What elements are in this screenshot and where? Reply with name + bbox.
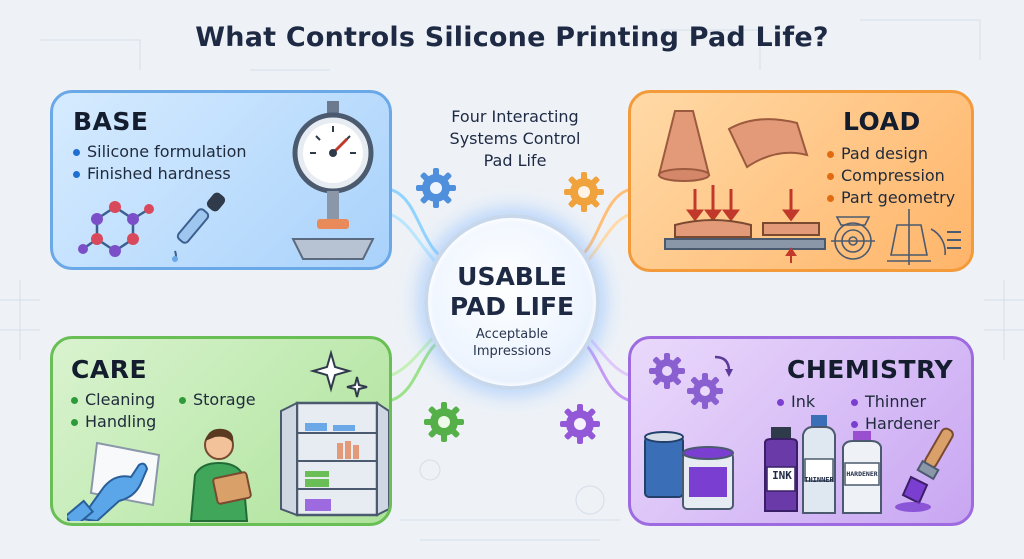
thinner-label: THINNER xyxy=(804,476,834,484)
list-item: Silicone formulation xyxy=(73,141,247,163)
center-subtitle-line: Impressions xyxy=(473,344,551,359)
gear-icon xyxy=(416,168,456,208)
panel-title: LOAD xyxy=(843,107,921,136)
gear-icon xyxy=(560,404,600,444)
panel-load: LOAD Pad design Compression Part geometr… xyxy=(628,90,974,272)
center-title: USABLE PAD LIFE xyxy=(428,262,596,322)
ink-label: INK xyxy=(772,469,792,482)
gear-icon xyxy=(564,172,604,212)
geometry-drawing-icon xyxy=(831,209,961,265)
worker-icon xyxy=(189,428,252,522)
list-item: Hardener xyxy=(851,413,940,435)
panel-chemistry: CHEMISTRY Ink Thinner Hardener INK THINN xyxy=(628,336,974,526)
bullet-list: Silicone formulation Finished hardness xyxy=(73,141,247,185)
sparkle-icon xyxy=(309,349,368,398)
list-item: Ink xyxy=(777,391,815,413)
gear-icon xyxy=(649,353,733,409)
list-item: Part geometry xyxy=(827,187,955,209)
bullet-list: Thinner Hardener xyxy=(851,391,940,435)
panel-care: CARE Cleaning Handling Storage xyxy=(50,336,392,526)
bottle-icon xyxy=(842,431,882,514)
panel-base: BASE Silicone formulation Finished hardn… xyxy=(50,90,392,270)
panel-title: CHEMISTRY xyxy=(787,355,954,384)
panel-title: CARE xyxy=(71,355,148,384)
bullet-list: Pad design Compression Part geometry xyxy=(827,143,955,209)
panel-title: BASE xyxy=(73,107,149,136)
center-title-line: USABLE xyxy=(457,262,567,291)
hardness-gauge-icon xyxy=(291,101,375,260)
list-item: Compression xyxy=(827,165,955,187)
center-hub: USABLE PAD LIFE Acceptable Impressions xyxy=(424,214,600,390)
list-item: Storage xyxy=(179,389,256,411)
pad-shapes-icon xyxy=(657,110,809,182)
bullet-list: Cleaning Handling xyxy=(71,389,156,433)
bullet-list: Ink xyxy=(777,391,815,413)
center-title-line: PAD LIFE xyxy=(449,292,575,321)
dropper-icon xyxy=(172,192,226,262)
hardener-label: HARDENER xyxy=(846,470,878,478)
gear-icon xyxy=(424,402,464,442)
list-item: Cleaning xyxy=(71,389,156,411)
wiping-hand-icon xyxy=(67,441,161,521)
brush-icon xyxy=(895,427,954,512)
list-item: Thinner xyxy=(851,391,940,413)
compression-diagram-icon xyxy=(664,185,826,263)
page-title: What Controls Silicone Printing Pad Life… xyxy=(195,22,829,53)
bullet-list: Storage xyxy=(179,389,256,411)
bottle-icon xyxy=(802,415,836,514)
list-item: Pad design xyxy=(827,143,955,165)
center-subtitle: Acceptable Impressions xyxy=(428,326,596,360)
list-item: Finished hardness xyxy=(73,163,247,185)
storage-cabinet-icon xyxy=(280,401,389,517)
molecule-icon xyxy=(78,201,154,257)
paint-can-icon xyxy=(644,431,734,510)
list-item: Handling xyxy=(71,411,156,433)
center-subtitle-line: Acceptable xyxy=(475,327,549,342)
bottle-icon xyxy=(764,427,798,512)
